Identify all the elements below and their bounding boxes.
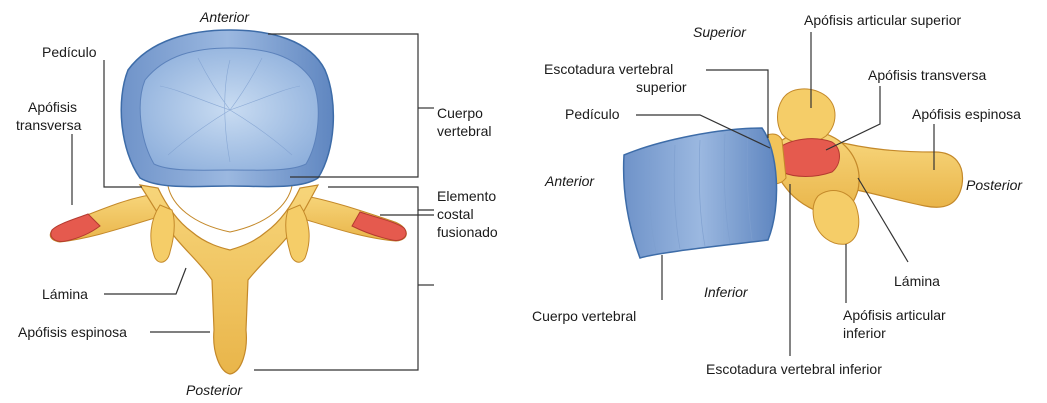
label-spinous-process-superior-view: Apófisis espinosa [18, 324, 127, 340]
label-inferior-vertebral-notch: Escotadura vertebral inferior [706, 361, 882, 377]
label-pedicle-lateral-view: Pedículo [565, 106, 620, 122]
vertebral-foramen [168, 186, 292, 232]
lateral-vertebral-body [624, 128, 777, 258]
label-superior-articular-process: Apófisis articular superior [804, 12, 962, 28]
label-costal-element-line1: Elemento [437, 188, 496, 204]
label-transverse-process-lateral-view: Apófisis transversa [868, 67, 986, 83]
label-lamina-lateral-view: Lámina [894, 273, 940, 289]
lateral-inferior-articular-process [813, 191, 859, 245]
label-superior-lateral-view: Superior [693, 24, 747, 40]
left-costal-element [51, 214, 100, 241]
label-pedicle-superior-view: Pedículo [42, 44, 97, 60]
label-lamina-superior-view: Lámina [42, 286, 88, 302]
label-transverse-process-line1: Apófisis [28, 99, 77, 115]
label-costal-element-line2: costal [437, 206, 474, 222]
label-costal-element-line3: fusionado [437, 224, 498, 240]
label-inferior-articular-process-line1: Apófisis articular [843, 307, 946, 323]
label-inferior-articular-process-line2: inferior [843, 325, 886, 341]
label-posterior-superior-view: Posterior [186, 382, 243, 398]
label-superior-vertebral-notch-line2: superior [636, 79, 687, 95]
label-anterior-superior-view: Anterior [199, 9, 250, 25]
label-anterior-lateral-view: Anterior [544, 173, 595, 189]
label-vertebral-body-line2: vertebral [437, 123, 491, 139]
lateral-superior-articular-process [778, 89, 836, 143]
label-vertebral-body-line1: Cuerpo [437, 105, 483, 121]
label-spinous-process-lateral-view: Apófisis espinosa [912, 106, 1021, 122]
label-transverse-process-line2: transversa [16, 117, 82, 133]
label-superior-vertebral-notch-line1: Escotadura vertebral [544, 61, 673, 77]
label-posterior-lateral-view: Posterior [966, 177, 1023, 193]
label-vertebral-body-lateral-view: Cuerpo vertebral [532, 308, 636, 324]
label-inferior-lateral-view: Inferior [704, 284, 749, 300]
